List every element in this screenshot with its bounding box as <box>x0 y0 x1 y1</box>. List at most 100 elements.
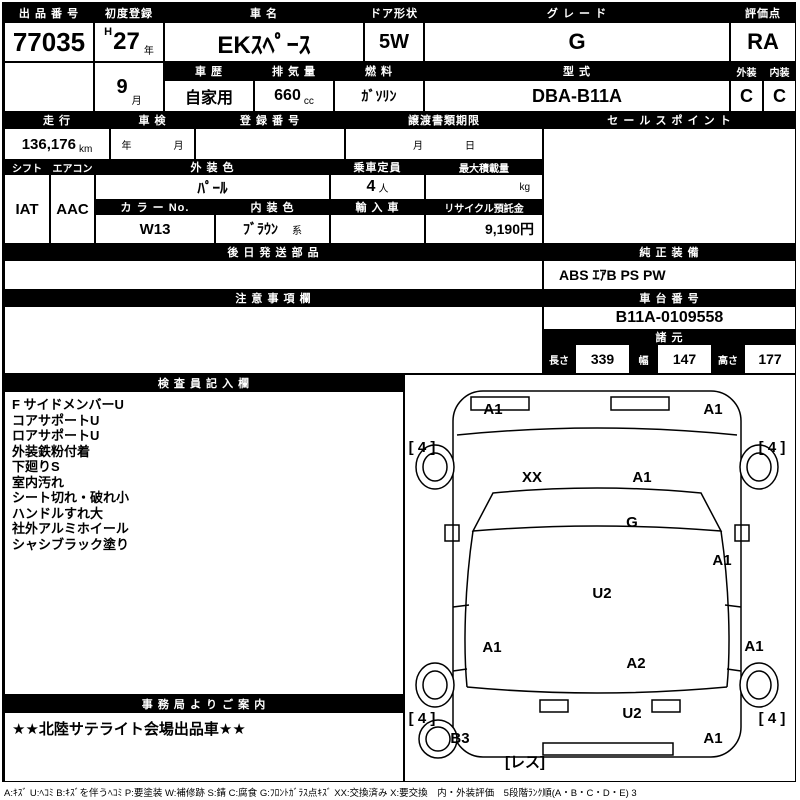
interior-color-value: ﾌﾞﾗｳﾝ 系 <box>215 214 330 244</box>
max-load-header: 最大積載量 <box>425 160 543 174</box>
displacement-unit: cc <box>303 96 314 107</box>
wheel-front-left-inner <box>422 452 448 482</box>
damage-marker: A1 <box>703 401 722 418</box>
length-label: 長さ <box>543 344 575 374</box>
exterior-color-header: 外 装 色 <box>95 160 330 174</box>
rear-line <box>466 686 728 694</box>
reg-month: 9 <box>116 75 128 98</box>
chassis-number-header: 車 台 番 号 <box>543 290 796 306</box>
import-header: 輸 入 車 <box>330 200 425 214</box>
transfer-deadline-header: 譲渡書類期限 <box>345 112 543 128</box>
mileage-unit: km <box>78 144 93 155</box>
damage-marker: U2 <box>622 705 641 722</box>
grade-header: グ レ ー ド <box>424 4 730 22</box>
rear-window-right <box>651 699 681 713</box>
sales-point-box <box>543 128 796 244</box>
later-shipped-parts-header: 後 日 発 送 部 品 <box>4 244 543 260</box>
interior-color-suffix: 系 <box>292 225 302 237</box>
exterior-score-header: 外装 <box>730 62 763 80</box>
height-label: 高さ <box>712 344 744 374</box>
spec-header: 諸 元 <box>543 330 796 344</box>
mirror-right <box>734 524 750 542</box>
damage-marker: XX <box>522 469 542 486</box>
first-registration-year: H 27 年 <box>94 22 164 62</box>
score-header: 評価点 <box>730 4 796 22</box>
inspector-note-line: 外装鉄粉付着 <box>12 443 91 459</box>
history-value: 自家用 <box>164 80 254 112</box>
chassis-number-value: B11A-0109558 <box>543 306 796 330</box>
fuel-header: 燃 料 <box>334 62 424 80</box>
cabin-line-left <box>464 530 474 688</box>
width-value: 147 <box>657 344 712 374</box>
transfer-deadline-value: 月 日 <box>345 128 543 160</box>
displacement-header: 排 気 量 <box>254 62 334 80</box>
shift-header: シフト <box>4 160 50 174</box>
wheel-rear-left-inner <box>422 670 448 700</box>
genuine-equipment-value: ABS ｴｱB PS PW <box>543 260 796 290</box>
damage-marker: A1 <box>712 552 731 569</box>
history-header: 車 歴 <box>164 62 254 80</box>
genuine-equipment-header: 純 正 装 備 <box>543 244 796 260</box>
capacity-number: 4 <box>366 178 376 195</box>
recycle-deposit-header: リサイクル預託金 <box>425 200 543 214</box>
caution-box <box>4 306 543 374</box>
wheel-rear-right-inner <box>746 670 772 700</box>
inspector-note-line: シャシブラック塗り <box>12 536 130 552</box>
displacement-value: 660 cc <box>254 80 334 112</box>
lot-empty-box <box>4 62 94 112</box>
rear-bumper <box>542 742 674 756</box>
inspector-note-line: 室内汚れ <box>12 474 65 490</box>
headlight-left <box>470 396 530 411</box>
length-value: 339 <box>575 344 630 374</box>
mileage-value: 136,176 km <box>4 128 110 160</box>
capacity-unit: 人 <box>378 184 389 195</box>
import-value <box>330 214 425 244</box>
damage-marker: A1 <box>483 401 502 418</box>
wheel-front-left <box>415 444 455 490</box>
car-name-header: 車 名 <box>164 4 364 22</box>
grade-value: G <box>424 22 730 62</box>
inspector-notes-header: 検 査 員 記 入 欄 <box>4 374 404 391</box>
damage-marker: A2 <box>626 655 645 672</box>
interior-score-header: 内装 <box>763 62 796 80</box>
door-tick-right-1 <box>724 604 742 608</box>
registration-number-header: 登 録 番 号 <box>195 112 345 128</box>
inspector-note-line: ハンドルすれ大 <box>12 505 104 521</box>
inspector-note-line: 下廻りS <box>12 459 60 474</box>
mileage-number: 136,176 <box>21 135 76 153</box>
shaken-month-label: 月 <box>173 140 184 152</box>
capacity-header: 乗車定員 <box>330 160 425 174</box>
inspector-note-line: F サイドメンバーU <box>12 397 124 412</box>
interior-color-header: 内 装 色 <box>215 200 330 214</box>
legend-text: A:ｷｽﾞ U:ﾍｺﾐ B:ｷｽﾞを伴うﾍｺﾐ P:要塗装 W:補修跡 S:錆 … <box>4 788 637 799</box>
inspector-note-line: 社外アルミホイール <box>12 521 129 536</box>
inspector-note-line: コアサポートU <box>12 412 100 428</box>
score-value: RA <box>730 22 796 62</box>
shaken-value: 年 月 <box>110 128 195 160</box>
displacement-number: 660 <box>274 87 301 104</box>
wheel-rear-right <box>739 662 779 708</box>
door-shape-header: ドア形状 <box>364 4 424 22</box>
capacity-value: 4 人 <box>330 174 425 200</box>
damage-marker: A1 <box>703 730 722 747</box>
windshield <box>471 487 723 532</box>
recycle-deposit-value: 9,190円 <box>425 214 543 244</box>
office-info-header: 事 務 局 よ り ご 案 内 <box>4 695 404 712</box>
interior-score-value: C <box>763 80 796 112</box>
ac-header: エアコン <box>50 160 95 174</box>
ac-value: AAC <box>50 174 95 244</box>
spare-tire-inner <box>425 726 451 752</box>
sales-point-header: セ ー ル ス ポ イ ン ト <box>543 112 796 128</box>
transfer-month-label: 月 <box>413 140 423 152</box>
damage-marker: A1 <box>482 639 501 656</box>
first-registration-month: 9 月 <box>94 62 164 112</box>
damage-marker: [ 4 ] <box>409 710 436 727</box>
height-value: 177 <box>744 344 796 374</box>
rear-window-left <box>539 699 569 713</box>
hood-line <box>456 427 738 436</box>
damage-marker: U2 <box>592 585 611 602</box>
interior-color-name: ﾌﾞﾗｳﾝ <box>243 221 278 237</box>
